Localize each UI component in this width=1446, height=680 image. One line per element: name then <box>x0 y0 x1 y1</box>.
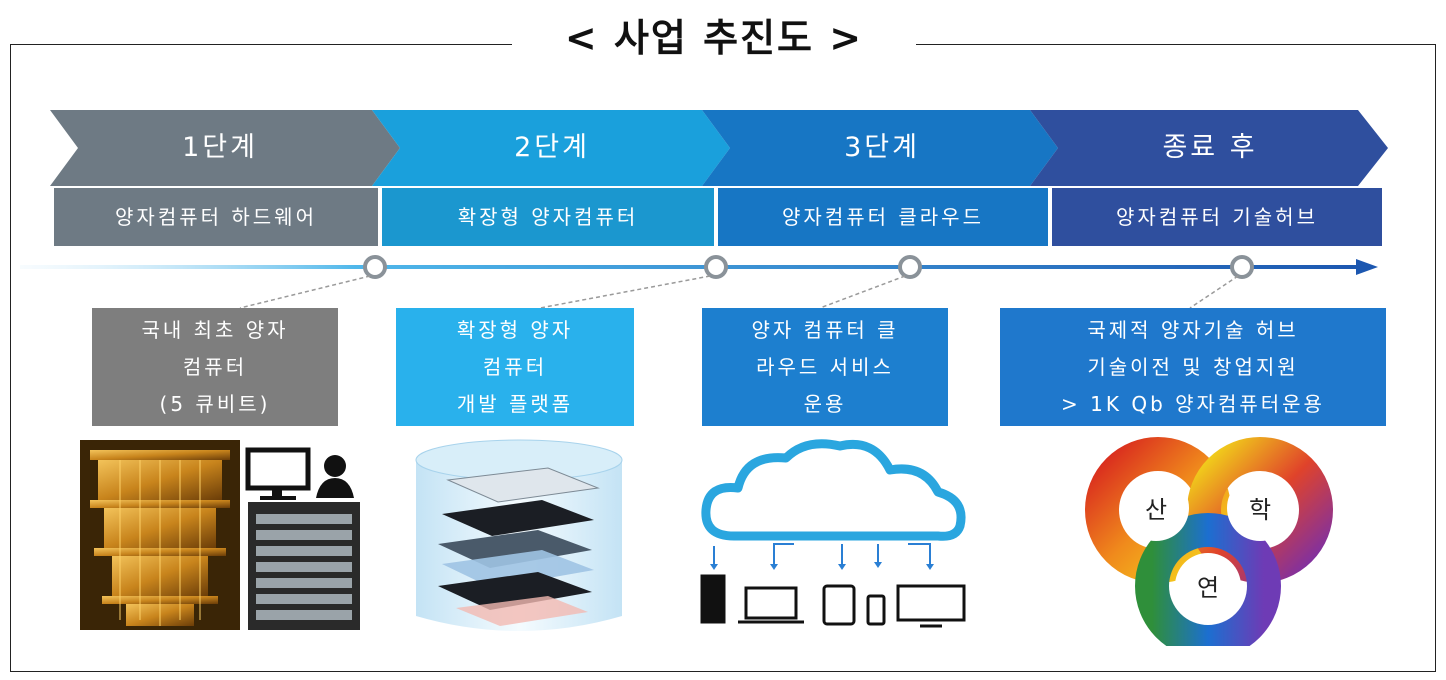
stage-1-label: 1단계 <box>182 132 258 163</box>
stage-2-description: 확장형 양자 컴퓨터 개발 플랫폼 <box>396 308 634 426</box>
ring-label-research: 연 <box>1197 574 1219 602</box>
timeline-node-1 <box>363 255 387 279</box>
server-tower-icon <box>248 502 360 630</box>
timeline-arrowhead <box>1356 259 1378 275</box>
cloud-icon <box>701 439 966 541</box>
stage-1-description: 국내 최초 양자 컴퓨터 (5 큐비트) <box>92 308 338 426</box>
industry-academia-research-logo: 산 학 연 <box>1085 437 1333 646</box>
timeline-node-3 <box>898 255 922 279</box>
cloud-illustration <box>700 439 966 628</box>
connector-3 <box>819 275 906 309</box>
connector-4 <box>1189 275 1239 309</box>
stage-3-subtitle: 양자컴퓨터 클라우드 <box>718 188 1048 246</box>
laptop-icon <box>744 586 798 620</box>
phone-icon <box>866 594 886 626</box>
stage-4-subtitle: 양자컴퓨터 기술허브 <box>1052 188 1382 246</box>
stage-2-subtitle: 확장형 양자컴퓨터 <box>382 188 714 246</box>
connector-2 <box>539 275 711 309</box>
chip-layers-icon <box>438 467 600 626</box>
connector-1 <box>239 275 371 309</box>
ring-label-industry: 산 <box>1145 496 1167 524</box>
timeline-line <box>20 265 1360 269</box>
monitor-user-icon <box>245 447 354 500</box>
stage-4-arrow <box>1030 110 1388 186</box>
server-icon <box>700 574 726 624</box>
stage-3-label: 3단계 <box>844 132 920 163</box>
stage-1-arrow <box>50 110 400 186</box>
stage-3-description: 양자 컴퓨터 클 라우드 서비스 운용 <box>702 308 948 426</box>
stage-1-subtitle: 양자컴퓨터 하드웨어 <box>54 188 378 246</box>
tablet-icon <box>822 584 856 626</box>
stage-2-arrow <box>372 110 730 186</box>
timeline-nodes <box>363 255 1254 279</box>
device-icons <box>700 574 966 628</box>
stage-3-arrow <box>702 110 1058 186</box>
timeline-node-2 <box>704 255 728 279</box>
page-title: < 사업 추진도 > <box>512 8 916 68</box>
timeline-node-4 <box>1230 255 1254 279</box>
quantum-hardware-illustration <box>80 440 360 630</box>
stage-4-description: 국제적 양자기술 허브 기술이전 및 창업지원 > 1K Qb 양자컴퓨터운용 <box>1000 308 1386 426</box>
stage-4-label: 종료 후 <box>1162 132 1258 163</box>
stage-2-label: 2단계 <box>514 132 590 163</box>
chip-stack-illustration <box>415 439 623 631</box>
ring-label-academia: 학 <box>1249 496 1271 524</box>
monitor-icon <box>896 584 966 622</box>
